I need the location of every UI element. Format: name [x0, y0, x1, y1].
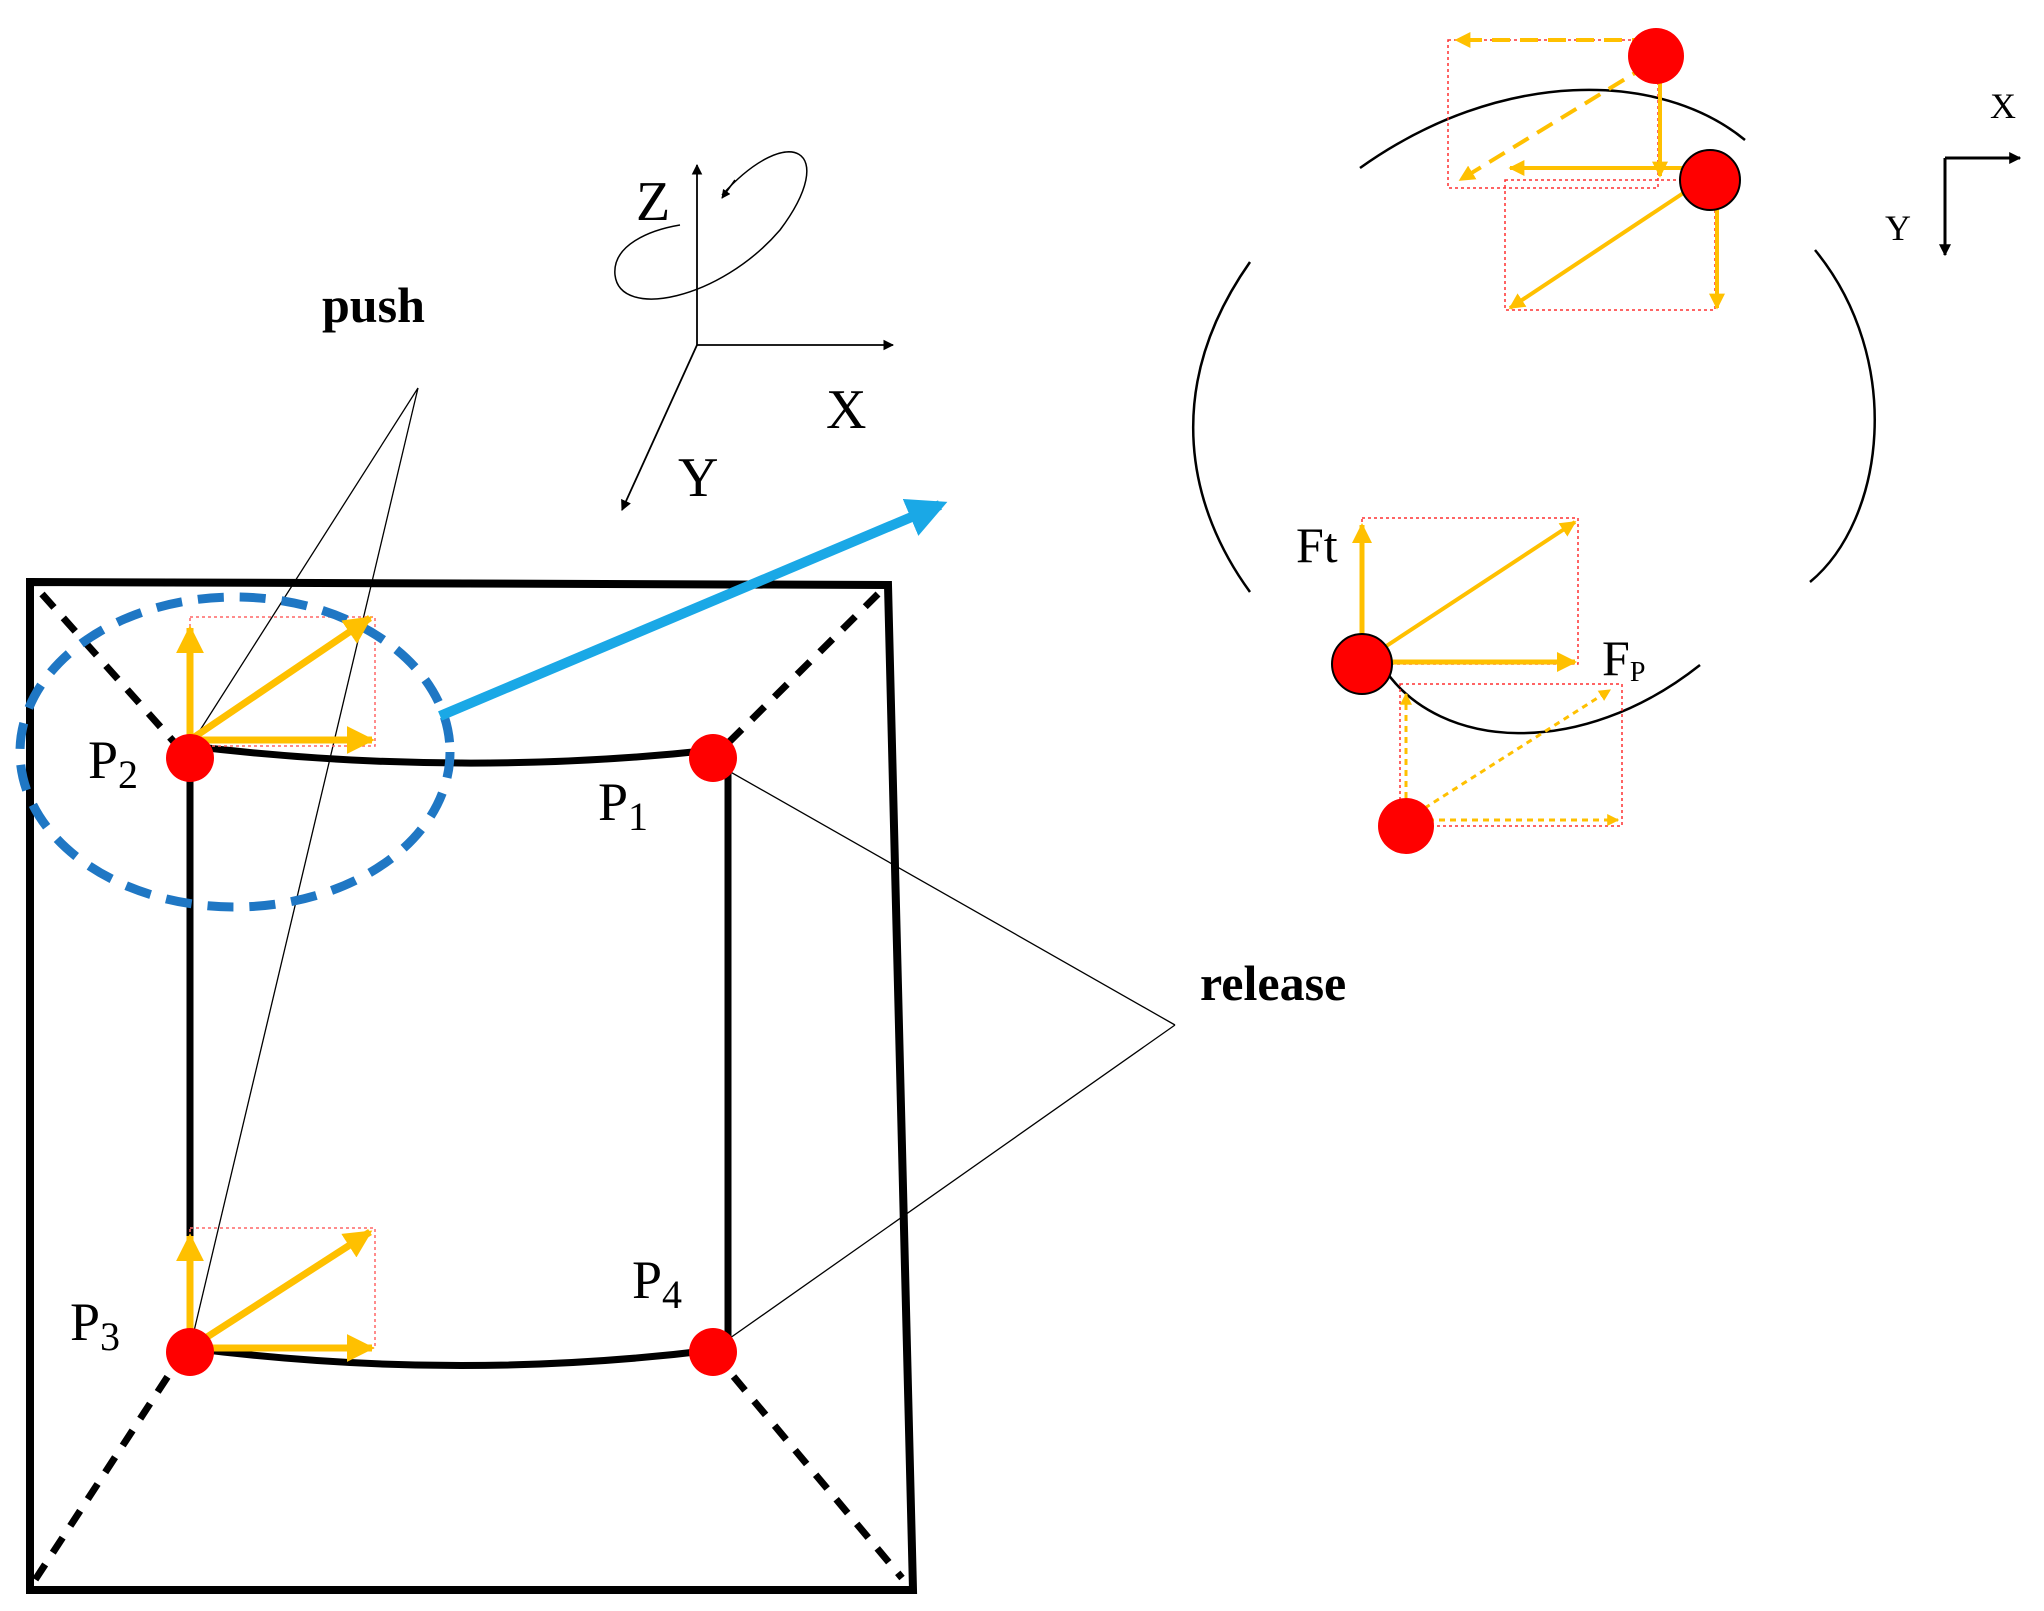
push-leader-lines — [189, 387, 419, 1349]
bottom-ball — [1331, 633, 1393, 695]
label-p2: P2 — [88, 730, 138, 797]
push-label: push — [322, 277, 425, 333]
rotation-indicator-icon — [614, 151, 808, 300]
release-label: release — [1200, 955, 1346, 1011]
axis3d-z-label: Z — [636, 171, 670, 233]
detail-arcs — [1191, 88, 1876, 735]
axis3d-y-label: Y — [678, 447, 718, 509]
p2-force-arrows — [176, 615, 375, 754]
top-force-arrows — [1454, 32, 1725, 310]
bottom-component-boxes — [1361, 517, 1623, 827]
label-p4: P4 — [632, 1250, 682, 1317]
point-p1 — [689, 734, 737, 782]
axes-3d — [614, 151, 895, 511]
point-p4 — [689, 1328, 737, 1376]
top-ball-prev — [1628, 28, 1684, 84]
release-leader-lines — [712, 761, 1176, 1351]
axes-2d — [1939, 152, 2022, 257]
axis3d-x-label: X — [826, 379, 866, 441]
top-ball — [1679, 149, 1741, 211]
p2-component-box — [189, 616, 376, 747]
axis2d-x-label: X — [1990, 86, 2016, 126]
outer-frame — [26, 577, 918, 1594]
point-p3 — [166, 1328, 214, 1376]
axis2d-y-label: Y — [1885, 208, 1911, 248]
bottom-ball-next — [1378, 798, 1434, 854]
force-fp-label: FP — [1602, 630, 1645, 688]
top-component-boxes — [1447, 39, 1716, 311]
label-p3: P3 — [70, 1292, 120, 1359]
point-p2 — [166, 734, 214, 782]
diagonal-dashed-lines — [32, 591, 905, 1582]
label-p1: P1 — [598, 772, 648, 839]
zoom-arrow — [438, 499, 948, 721]
p3-force-arrows — [176, 1229, 375, 1362]
highlight-ellipse — [15, 592, 455, 912]
force-ft-label: Ft — [1296, 517, 1338, 573]
